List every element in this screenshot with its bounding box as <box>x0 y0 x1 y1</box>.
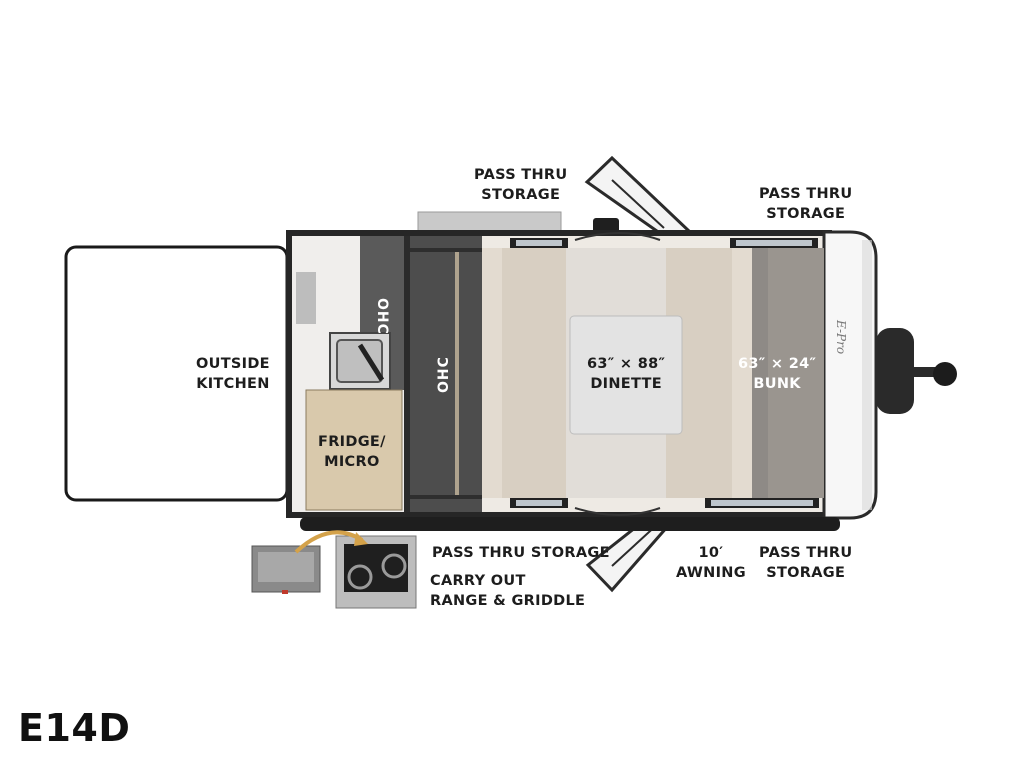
dinette-label: 63″ × 88″DINETTE <box>587 356 666 392</box>
fridge-micro-label: FRIDGE/MICRO <box>318 434 386 470</box>
brand-mark: E-Pro <box>834 320 848 355</box>
ohc-cabinet-label: OHC <box>374 298 390 335</box>
ohc-wall-label: OHC <box>436 356 452 393</box>
model-name: E14D <box>18 706 131 750</box>
tongue-jack <box>876 328 957 414</box>
pass-thru-storage-bottom-left-label: PASS THRU STORAGE <box>432 545 610 561</box>
sink-basin <box>336 339 383 383</box>
dinette-table <box>569 315 683 435</box>
carry-out-range <box>335 535 417 609</box>
bunk-label: 63″ × 24″BUNK <box>738 356 817 392</box>
ohc-wall-cabinet <box>410 236 482 512</box>
stove-vent <box>296 272 316 324</box>
awning-rail <box>300 517 840 531</box>
awning-label: 10′AWNING <box>676 545 746 581</box>
carry-out-griddle <box>251 545 321 594</box>
fridge-micro-cabinet <box>305 389 403 511</box>
